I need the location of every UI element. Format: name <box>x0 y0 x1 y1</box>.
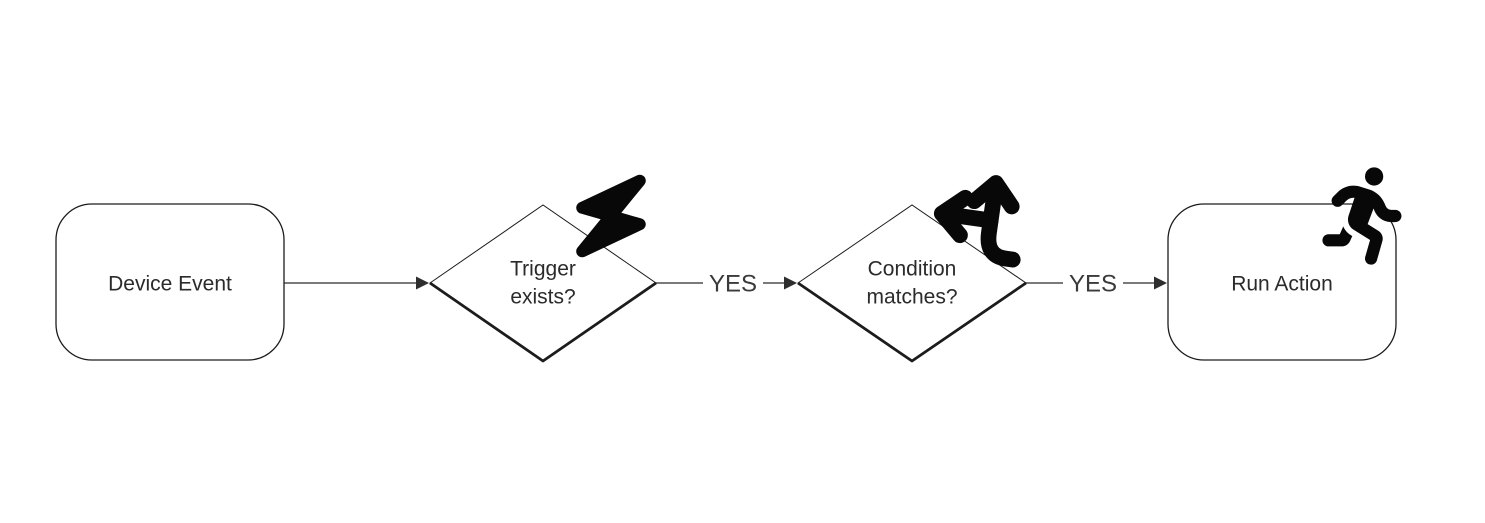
person-running-icon <box>1322 167 1402 265</box>
node-condition-matches: Condition matches? <box>797 175 1027 363</box>
edge-label-yes-1: YES <box>709 271 757 298</box>
node-run-action: Run Action <box>1167 167 1402 361</box>
node-trigger-exists-shadow-edge <box>429 281 657 363</box>
node-device-event-shape <box>55 203 285 361</box>
node-trigger-exists: Trigger exists? <box>429 174 657 363</box>
arrowhead-icon <box>1154 276 1167 290</box>
node-device-event-label: Device Event <box>108 273 232 296</box>
node-trigger-exists-label-line2: exists? <box>510 286 575 309</box>
edge-label-yes-2: YES <box>1069 271 1117 298</box>
edge-device-event-to-trigger <box>284 276 429 290</box>
node-device-event: Device Event <box>55 203 285 361</box>
node-condition-matches-label-line2: matches? <box>866 286 957 309</box>
node-run-action-label: Run Action <box>1231 273 1333 296</box>
arrowhead-icon <box>416 276 429 290</box>
node-trigger-exists-label-line1: Trigger <box>510 258 576 281</box>
edge-label-background <box>1063 265 1123 301</box>
arrows-split-up-left-icon <box>933 175 1021 268</box>
edge-trigger-to-condition: YES <box>656 265 797 301</box>
edge-condition-to-run-action: YES <box>1026 265 1167 301</box>
edge-label-background <box>703 265 763 301</box>
node-condition-matches-label-line1: Condition <box>868 258 957 281</box>
node-condition-matches-shadow-edge <box>797 281 1027 363</box>
arrowhead-icon <box>784 276 797 290</box>
lightning-bolt-icon <box>576 174 646 258</box>
